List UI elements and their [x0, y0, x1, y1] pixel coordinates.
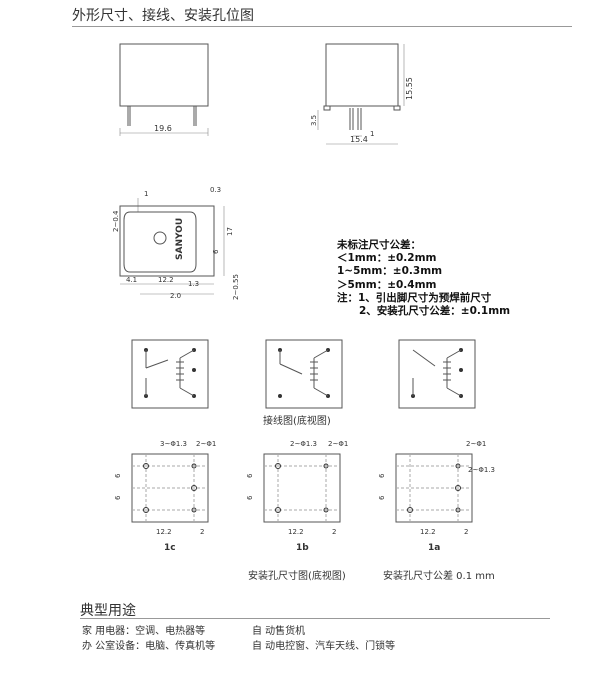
- hole-1c-label-2: 2~Φ1: [196, 440, 216, 448]
- section-title-uses: 典型用途: [80, 603, 136, 619]
- dim-top-13: 1.3: [188, 280, 199, 288]
- hole-1b-6b: 6: [246, 495, 254, 500]
- dim-top-122: 12.2: [158, 276, 174, 284]
- tolerance-notes: 未标注尺寸公差： ＜1mm：±0.2mm 1~5mm：±0.3mm ＞5mm：±…: [337, 239, 510, 318]
- hole-1b-6a: 6: [246, 473, 254, 478]
- use-item-2: 自 动售货机: [252, 626, 306, 637]
- hole-1a-122: 12.2: [420, 528, 436, 536]
- hole-diagram-1a: 2~Φ1 2~Φ1.3 6 6 12.2 2 1a: [378, 440, 495, 553]
- hole-1b-2: 2: [332, 528, 336, 536]
- hole-1c-6a: 6: [114, 473, 122, 478]
- hole-1a-name: 1a: [428, 543, 440, 553]
- use-item-1: 家 用电器：空调、电热器等: [82, 626, 206, 637]
- hole-1a-label-1: 2~Φ1: [466, 440, 486, 448]
- side-view-drawing: 15.55 3.5 1 15.4: [310, 43, 414, 145]
- dim-top-6: 6: [212, 249, 220, 254]
- dim-top-20: 2.0: [170, 292, 181, 300]
- tolerance-line-3: 1~5mm：±0.3mm: [337, 265, 443, 278]
- wiring-diagram-a: [398, 339, 476, 409]
- front-view-drawing: 19.6: [119, 43, 209, 136]
- tolerance-line-5: 注：1、引出脚尺寸为预焊前尺寸: [337, 291, 492, 304]
- use-item-4: 自 动电控窗、汽车天线、门锁等: [252, 641, 396, 652]
- hole-diagram-1c: 3~Φ1.3 2~Φ1 6 6 12.2 2 1c: [114, 440, 216, 553]
- hole-1b-label-1: 2~Φ1.3: [290, 440, 317, 448]
- dim-side-height: 15.55: [405, 77, 414, 100]
- dim-top-41: 4.1: [126, 276, 137, 284]
- holes-caption: 安装孔尺寸图(底视图): [248, 571, 346, 582]
- tolerance-line-2: ＜1mm：±0.2mm: [337, 252, 437, 265]
- holes-tolerance: 安装孔尺寸公差 0.1 mm: [383, 571, 495, 582]
- hole-1a-2: 2: [464, 528, 468, 536]
- wiring-diagram-c: [131, 339, 209, 409]
- dim-side-pitch: 1: [370, 130, 374, 138]
- hole-1b-name: 1b: [296, 543, 309, 553]
- hole-1b-122: 12.2: [288, 528, 304, 536]
- wiring-caption: 接线图(底视图): [263, 416, 331, 427]
- wiring-diagram-b: [265, 339, 343, 409]
- tolerance-line-6: 2、安装孔尺寸公差：±0.1mm: [359, 305, 511, 318]
- dim-top-1: 1: [144, 190, 148, 198]
- dim-top-17: 17: [226, 227, 234, 236]
- tolerance-line-1: 未标注尺寸公差：: [337, 239, 421, 251]
- hole-diagram-1b: 2~Φ1.3 2~Φ1 6 6 12.2 2 1b: [246, 440, 348, 553]
- top-view-drawing: 2~0.4 1 0.3 SANYOU 17 6 4.1 12.2 1.3 2.0…: [112, 186, 240, 300]
- hole-1a-label-2: 2~Φ1.3: [468, 466, 495, 474]
- dim-top-2055: 2~0.55: [232, 274, 240, 300]
- tolerance-line-4: ＞5mm：±0.4mm: [337, 278, 437, 291]
- hole-1c-label-1: 3~Φ1.3: [160, 440, 187, 448]
- dim-side-pin: 3.5: [310, 115, 318, 126]
- hole-1a-6b: 6: [378, 495, 386, 500]
- dim-top-03: 0.3: [210, 186, 221, 194]
- section-title-dimensions: 外形尺寸、接线、安装孔位图: [72, 8, 254, 24]
- hole-1c-122: 12.2: [156, 528, 172, 536]
- hole-1b-label-2: 2~Φ1: [328, 440, 348, 448]
- hole-1c-6b: 6: [114, 495, 122, 500]
- hole-1a-6a: 6: [378, 473, 386, 478]
- hole-1c-name: 1c: [164, 543, 176, 553]
- uses-divider: [80, 618, 550, 619]
- brand-logo: SANYOU: [175, 218, 185, 260]
- dim-top-204: 2~0.4: [112, 210, 120, 232]
- use-item-3: 办 公室设备：电脑、传真机等: [82, 641, 216, 652]
- dim-front-width: 19.6: [154, 124, 172, 133]
- title-divider: [72, 26, 572, 27]
- hole-1c-2: 2: [200, 528, 204, 536]
- dim-side-width: 15.4: [350, 135, 368, 144]
